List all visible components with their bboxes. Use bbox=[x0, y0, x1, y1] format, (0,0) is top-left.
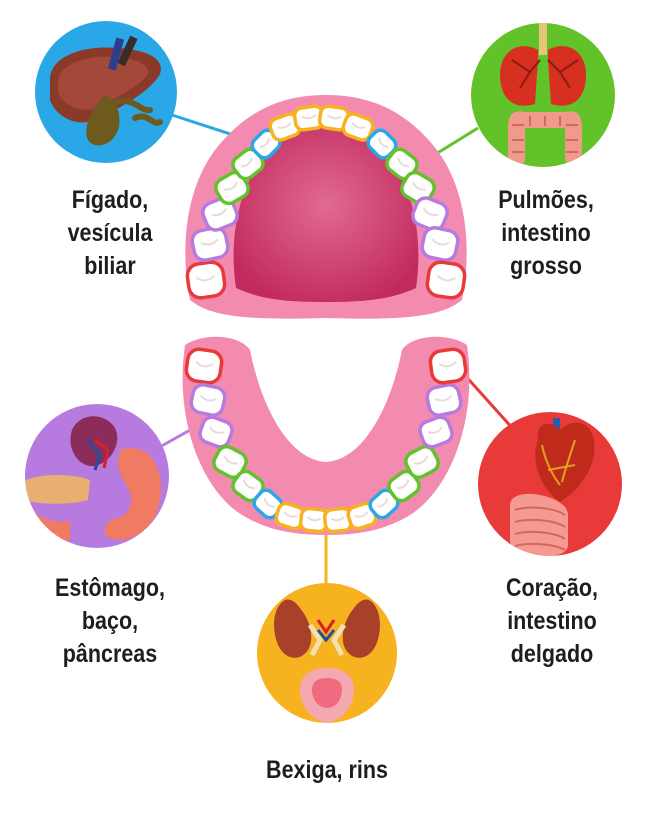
label-bladder: Bexiga, rins bbox=[266, 756, 388, 784]
upper-tooth bbox=[420, 225, 460, 263]
lower-tooth bbox=[198, 415, 234, 449]
lower-tooth bbox=[425, 383, 463, 417]
lower-tooth bbox=[418, 415, 454, 449]
upper-tooth bbox=[201, 196, 239, 232]
label-liver: Fígado, vesícula biliar bbox=[67, 186, 153, 280]
upper-tooth bbox=[317, 104, 351, 132]
lower-tooth bbox=[184, 347, 224, 385]
lower-tooth bbox=[212, 444, 248, 480]
upper-tooth bbox=[185, 260, 227, 300]
label-lungs: Pulmões, intestino grosso bbox=[498, 186, 594, 280]
lower-jaw bbox=[182, 336, 470, 535]
liver-gallbladder-icon bbox=[35, 21, 177, 163]
lungs-colon-icon bbox=[471, 23, 615, 167]
connector-heart bbox=[460, 370, 516, 432]
label-heart: Coração, intestino delgado bbox=[505, 574, 598, 668]
lower-tooth bbox=[322, 506, 354, 534]
lower-teeth bbox=[184, 347, 468, 534]
upper-tooth bbox=[411, 196, 449, 232]
upper-tooth bbox=[425, 260, 467, 300]
lower-tooth bbox=[189, 383, 227, 417]
lower-tooth bbox=[404, 444, 440, 480]
upper-tooth bbox=[214, 170, 250, 206]
upper-palate bbox=[233, 125, 419, 302]
upper-teeth bbox=[185, 104, 467, 300]
label-stomach: Estômago, baço, pâncreas bbox=[55, 574, 165, 668]
upper-tooth bbox=[341, 112, 375, 142]
lower-tooth bbox=[274, 501, 306, 531]
upper-tooth bbox=[400, 170, 436, 206]
heart-small-intestine-icon bbox=[478, 412, 622, 556]
upper-jaw bbox=[185, 95, 467, 319]
stomach-spleen-pancreas-icon bbox=[25, 404, 169, 548]
kidneys-bladder-icon bbox=[257, 583, 397, 723]
upper-tooth bbox=[190, 225, 230, 263]
lower-tooth bbox=[428, 347, 468, 385]
